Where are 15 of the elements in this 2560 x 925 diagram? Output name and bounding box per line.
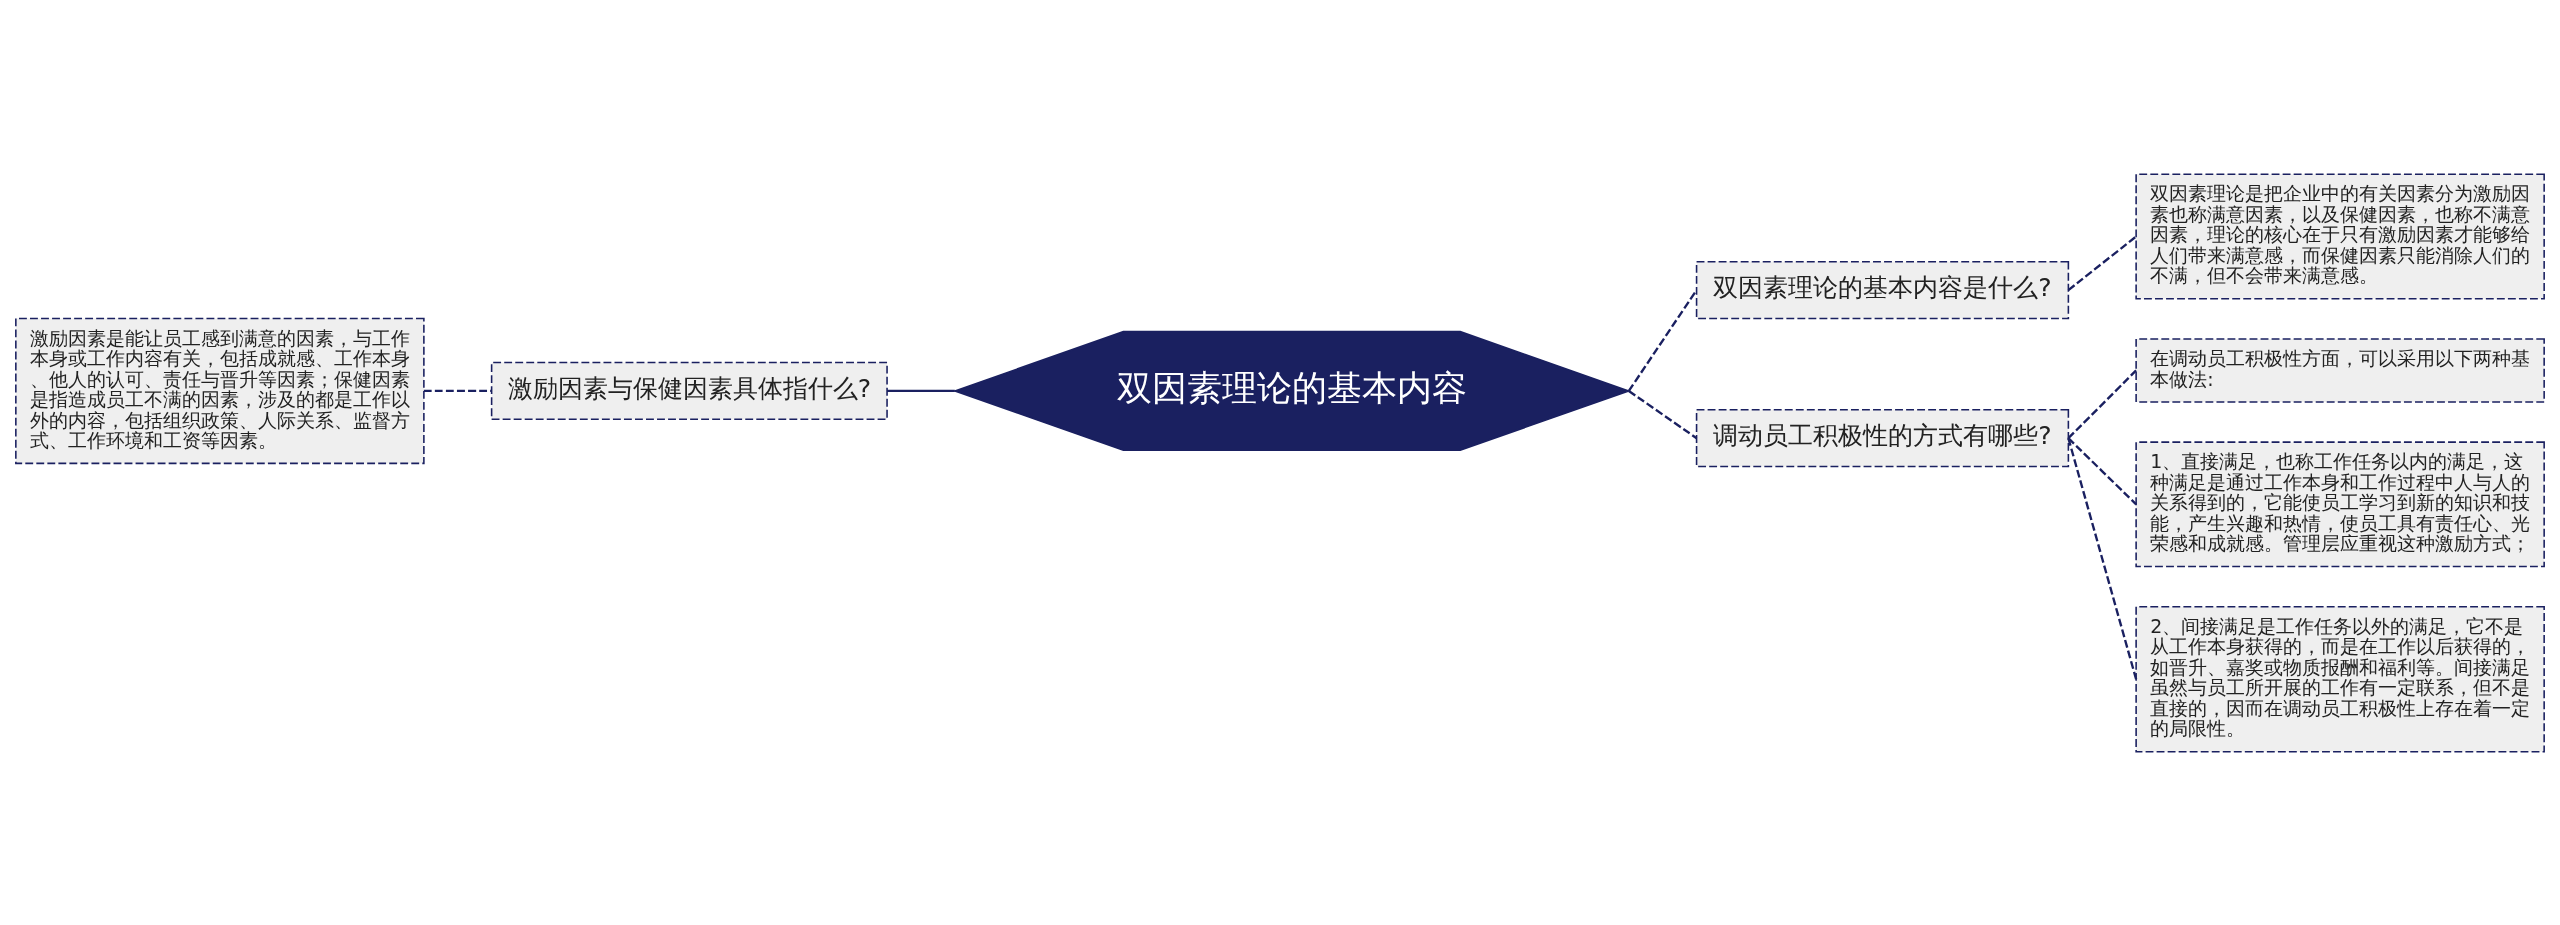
connector bbox=[2067, 436, 2137, 505]
connector bbox=[2067, 235, 2137, 291]
node-box: 2、间接满足是工作任务以外的满足，它不是从工作本身获得的，而是在工作以后获得的，如晋升、嘉奖或物质报酬和福利等。间接满足虽然与员工所开展的工作有一定联系，但不是直接的，因而在调动员工积极性上存在着一定的局限性。 bbox=[2135, 605, 2545, 752]
connector bbox=[2067, 437, 2138, 680]
connector bbox=[1628, 389, 1698, 439]
node-box: 双因素理论的基本内容是什么? bbox=[1695, 260, 2070, 319]
node-box: 双因素理论是把企业中的有关因素分为激励因素也称满意因素，以及保健因素，也称不满意因素，理论的核心在于只有激励因素才能够给人们带来满意感，而保健因素只能消除人们的不满，但不会带来满意感。 bbox=[2135, 173, 2545, 300]
node-box: 在调动员工积极性方面，可以采用以下两种基本做法: bbox=[2135, 337, 2545, 403]
node-box: 1、直接满足，也称工作任务以内的满足，这种满足是通过工作本身和工作过程中人与人的关系得到的，它能使员工学习到新的知识和技能，产生兴趣和热情，使员工具有责任心、光荣感和成就感。管理层应重视这种激励方式； bbox=[2135, 440, 2545, 567]
node-box: 激励因素与保健因素具体指什么? bbox=[490, 361, 888, 420]
node-box: 调动员工积极性的方式有哪些? bbox=[1695, 408, 2070, 467]
connector bbox=[423, 389, 492, 392]
connector bbox=[887, 389, 955, 392]
node-box: 激励因素是能让员工感到满意的因素，与工作本身或工作内容有关，包括成就感、工作本身、他人的认可、责任与晋升等因素；保健因素是指造成员工不满的因素，涉及的都是工作以外的内容，包括组织政策、人际关系、监督方式、工作环境和工资等因素。 bbox=[15, 317, 425, 464]
connector bbox=[2067, 369, 2137, 439]
